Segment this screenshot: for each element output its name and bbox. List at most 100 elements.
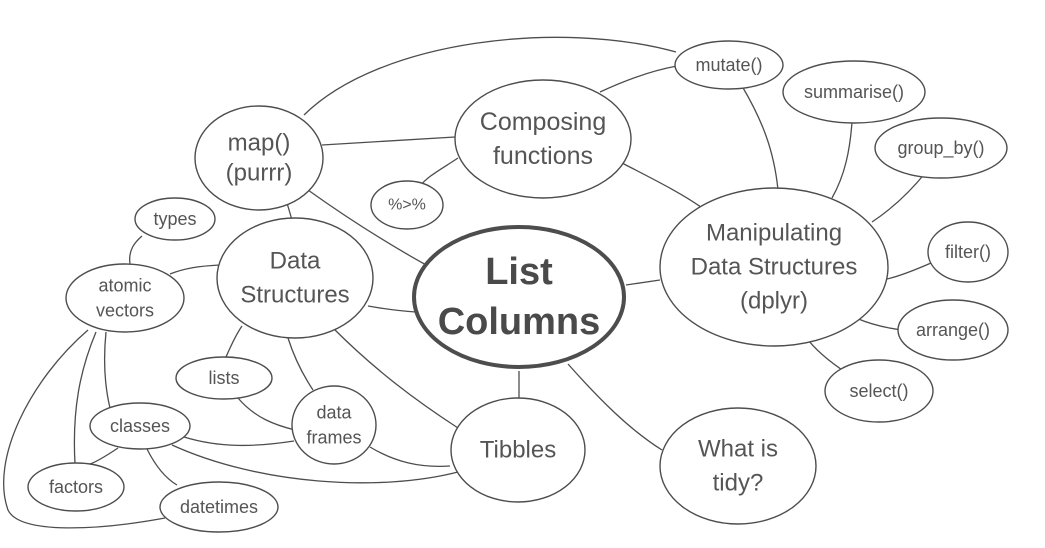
node-manipulating-label: Data Structures [691,254,858,281]
node-map-label: map() [228,130,291,157]
node-factors: factors [27,462,125,512]
node-data-frames-shape [291,385,377,465]
node-atomic-shape [65,263,185,333]
edge-groupby-manipulating [871,171,927,223]
edge-data-structures-tibbles [332,327,459,429]
node-data-frames-label: frames [306,428,361,448]
node-mutate-label: mutate() [695,55,762,75]
edge-atomic-factors [73,331,97,465]
node-manipulating-shape [659,187,889,347]
node-classes-label: classes [110,416,170,436]
node-tidy-shape [659,407,817,525]
node-filter-shape [927,221,1009,283]
edge-composing-mutate [599,65,678,93]
edge-list-columns-manipulating [625,279,661,286]
edge-classes-factors [89,447,119,465]
node-tidy-label: What is [698,436,778,463]
node-datetimes-shape [159,481,279,533]
edge-data-structures-lists [225,325,243,358]
node-lists-label: lists [209,368,240,388]
node-summarise-label: summarise() [804,82,904,102]
node-types: types [134,197,216,241]
edge-lists-data-frames [237,397,296,431]
edge-data-frames-tibbles [369,446,451,468]
edge-data-structures-atomic [169,264,221,275]
node-atomic-label: vectors [96,301,154,321]
edge-atomic-types [129,235,143,265]
edge-mutate-manipulating [741,85,779,191]
node-data-structures-shape [216,217,374,339]
edge-map-data-structures [286,202,293,221]
node-data-frames: data frames [291,385,377,465]
edge-filter-manipulating [886,262,932,280]
node-select-shape [824,359,934,423]
node-lists: lists [175,356,273,400]
node-factors-label: factors [49,477,103,497]
node-mutate: mutate() [674,40,784,90]
node-types-label: types [153,209,196,229]
edge-classes-data-frames [183,436,295,447]
edge-arrange-manipulating [855,317,904,331]
node-mutate-shape [674,40,784,90]
node-types-shape [134,197,216,241]
node-filter-label: filter() [945,242,991,262]
node-data-frames-label: data [316,403,352,423]
edge-data-structures-data-frames [287,337,314,391]
node-data-structures-label: Data [270,248,321,275]
node-arrange: arrange() [897,299,1009,361]
node-list-columns-shape [412,225,626,369]
node-data-structures-label: Structures [240,282,349,309]
edge-list-columns-data-structures [367,305,417,313]
node-select-label: select() [849,381,908,401]
node-map-shape [194,105,324,211]
node-filter: filter() [927,221,1009,283]
node-group-by-label: group_by() [897,138,984,159]
node-select: select() [824,359,934,423]
node-composing-shape [454,79,632,199]
node-lists-shape [175,356,273,400]
node-datetimes-label: datetimes [180,497,258,517]
node-list-columns-label: List [485,251,553,293]
node-atomic: atomic vectors [65,263,185,333]
node-arrange-label: arrange() [916,320,990,340]
edge-summarise-manipulating [831,121,853,199]
edge-atomic-classes [103,331,111,409]
edge-map-list-columns [307,189,429,267]
node-classes: classes [89,402,191,450]
node-pipe-shape [370,180,444,230]
node-pipe: %>% [370,180,444,230]
edge-list-columns-tidy [567,363,663,451]
node-pipe-label: %>% [388,197,426,214]
node-tibbles: Tibbles [450,397,586,503]
node-atomic-label: atomic [98,276,151,296]
edge-classes-tibbles [171,444,459,484]
node-arrange-shape [897,299,1009,361]
edge-atomic-datetimes [3,329,166,529]
node-summarise: summarise() [782,60,926,124]
node-tidy: What is tidy? [659,407,817,525]
edge-composing-manipulating [621,162,706,211]
node-factors-shape [27,462,125,512]
node-group-by: group_by() [874,117,1008,179]
node-tibbles-shape [450,397,586,503]
node-composing-label: Composing [480,108,606,136]
edge-map-composing [321,136,456,146]
node-classes-shape [89,402,191,450]
node-map: map() (purrr) [194,105,324,211]
edge-composing-pipe [419,157,459,187]
node-list-columns-label: Columns [438,301,601,343]
node-summarise-shape [782,60,926,124]
node-manipulating-label: (dplyr) [740,288,808,315]
node-map-label: (purrr) [226,160,293,187]
node-group-by-shape [874,117,1008,179]
node-datetimes: datetimes [159,481,279,533]
node-tidy-label: tidy? [713,470,764,497]
node-manipulating-label: Manipulating [706,220,842,247]
node-tibbles-label: Tibbles [480,437,556,464]
